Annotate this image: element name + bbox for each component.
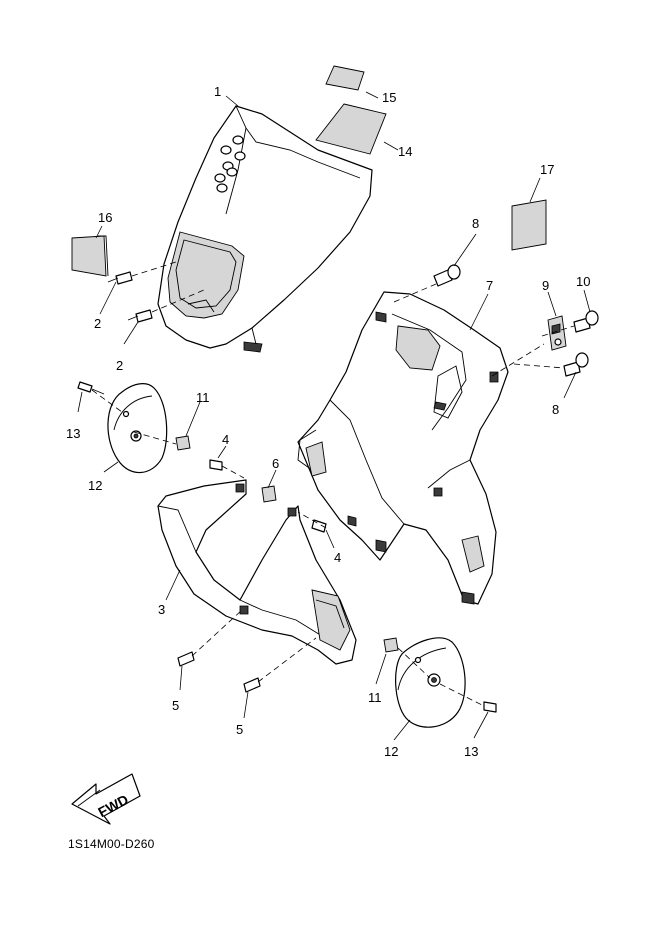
fwd-arrow-icon: FWD: [71, 773, 141, 825]
callout-4a: 4: [222, 432, 229, 447]
side-cover-part-12-left: [107, 383, 168, 474]
front-cover-part-1: [157, 105, 373, 353]
sticker-part-17: [511, 199, 547, 251]
screw-part-4-b: [311, 519, 327, 533]
callout-11a: 11: [196, 390, 210, 405]
callout-11b: 11: [368, 690, 382, 705]
screw-part-5-a: [177, 651, 195, 667]
callout-16: 16: [98, 210, 112, 225]
diagram-code: 1S14M00-D260: [68, 837, 155, 851]
callout-2b: 2: [116, 358, 123, 373]
nut-part-11-right: [383, 637, 399, 653]
screw-part-13-right: [483, 701, 497, 713]
callout-3: 3: [158, 602, 165, 617]
callout-4b: 4: [334, 550, 341, 565]
callout-10: 10: [576, 274, 590, 289]
screw-part-2-a: [107, 271, 133, 285]
callout-9: 9: [542, 278, 549, 293]
callout-17: 17: [540, 162, 554, 177]
callout-5a: 5: [172, 698, 179, 713]
callout-6: 6: [272, 456, 279, 471]
bolt-part-8-upper: [433, 264, 461, 287]
callout-13a: 13: [66, 426, 80, 441]
callout-8b: 8: [552, 402, 559, 417]
callout-12a: 12: [88, 478, 102, 493]
callout-1: 1: [214, 84, 221, 99]
inner-panel-part-7: [297, 291, 509, 605]
callout-15: 15: [382, 90, 396, 105]
screw-part-2-b: [127, 309, 153, 323]
callout-13b: 13: [464, 744, 478, 759]
callout-7: 7: [486, 278, 493, 293]
sticker-part-16: [71, 235, 109, 277]
leader-lines: [77, 91, 591, 741]
callout-2a: 2: [94, 316, 101, 331]
lower-panel-part-3: [157, 479, 357, 665]
label-part-14: [315, 103, 387, 155]
bolt-part-10: [573, 310, 599, 333]
screw-part-5-b: [243, 677, 261, 693]
vent-holes: [214, 135, 246, 193]
assembly-dashed-lines: [91, 261, 575, 707]
callout-5b: 5: [236, 722, 243, 737]
screw-part-4-a: [209, 459, 223, 471]
clip-part-6: [261, 485, 277, 503]
side-cover-part-12-right: [395, 637, 466, 728]
callout-8a: 8: [472, 216, 479, 231]
screw-part-13-left: [77, 381, 105, 395]
callouts: 1 2 2 3 4 4 5 5 6 7 8 8 9 10 11 11 12 12…: [66, 84, 590, 759]
nut-part-11-left: [175, 435, 191, 451]
callout-14: 14: [398, 144, 412, 159]
label-part-15: [325, 65, 365, 91]
bracket-part-9: [547, 315, 567, 351]
callout-12b: 12: [384, 744, 398, 759]
